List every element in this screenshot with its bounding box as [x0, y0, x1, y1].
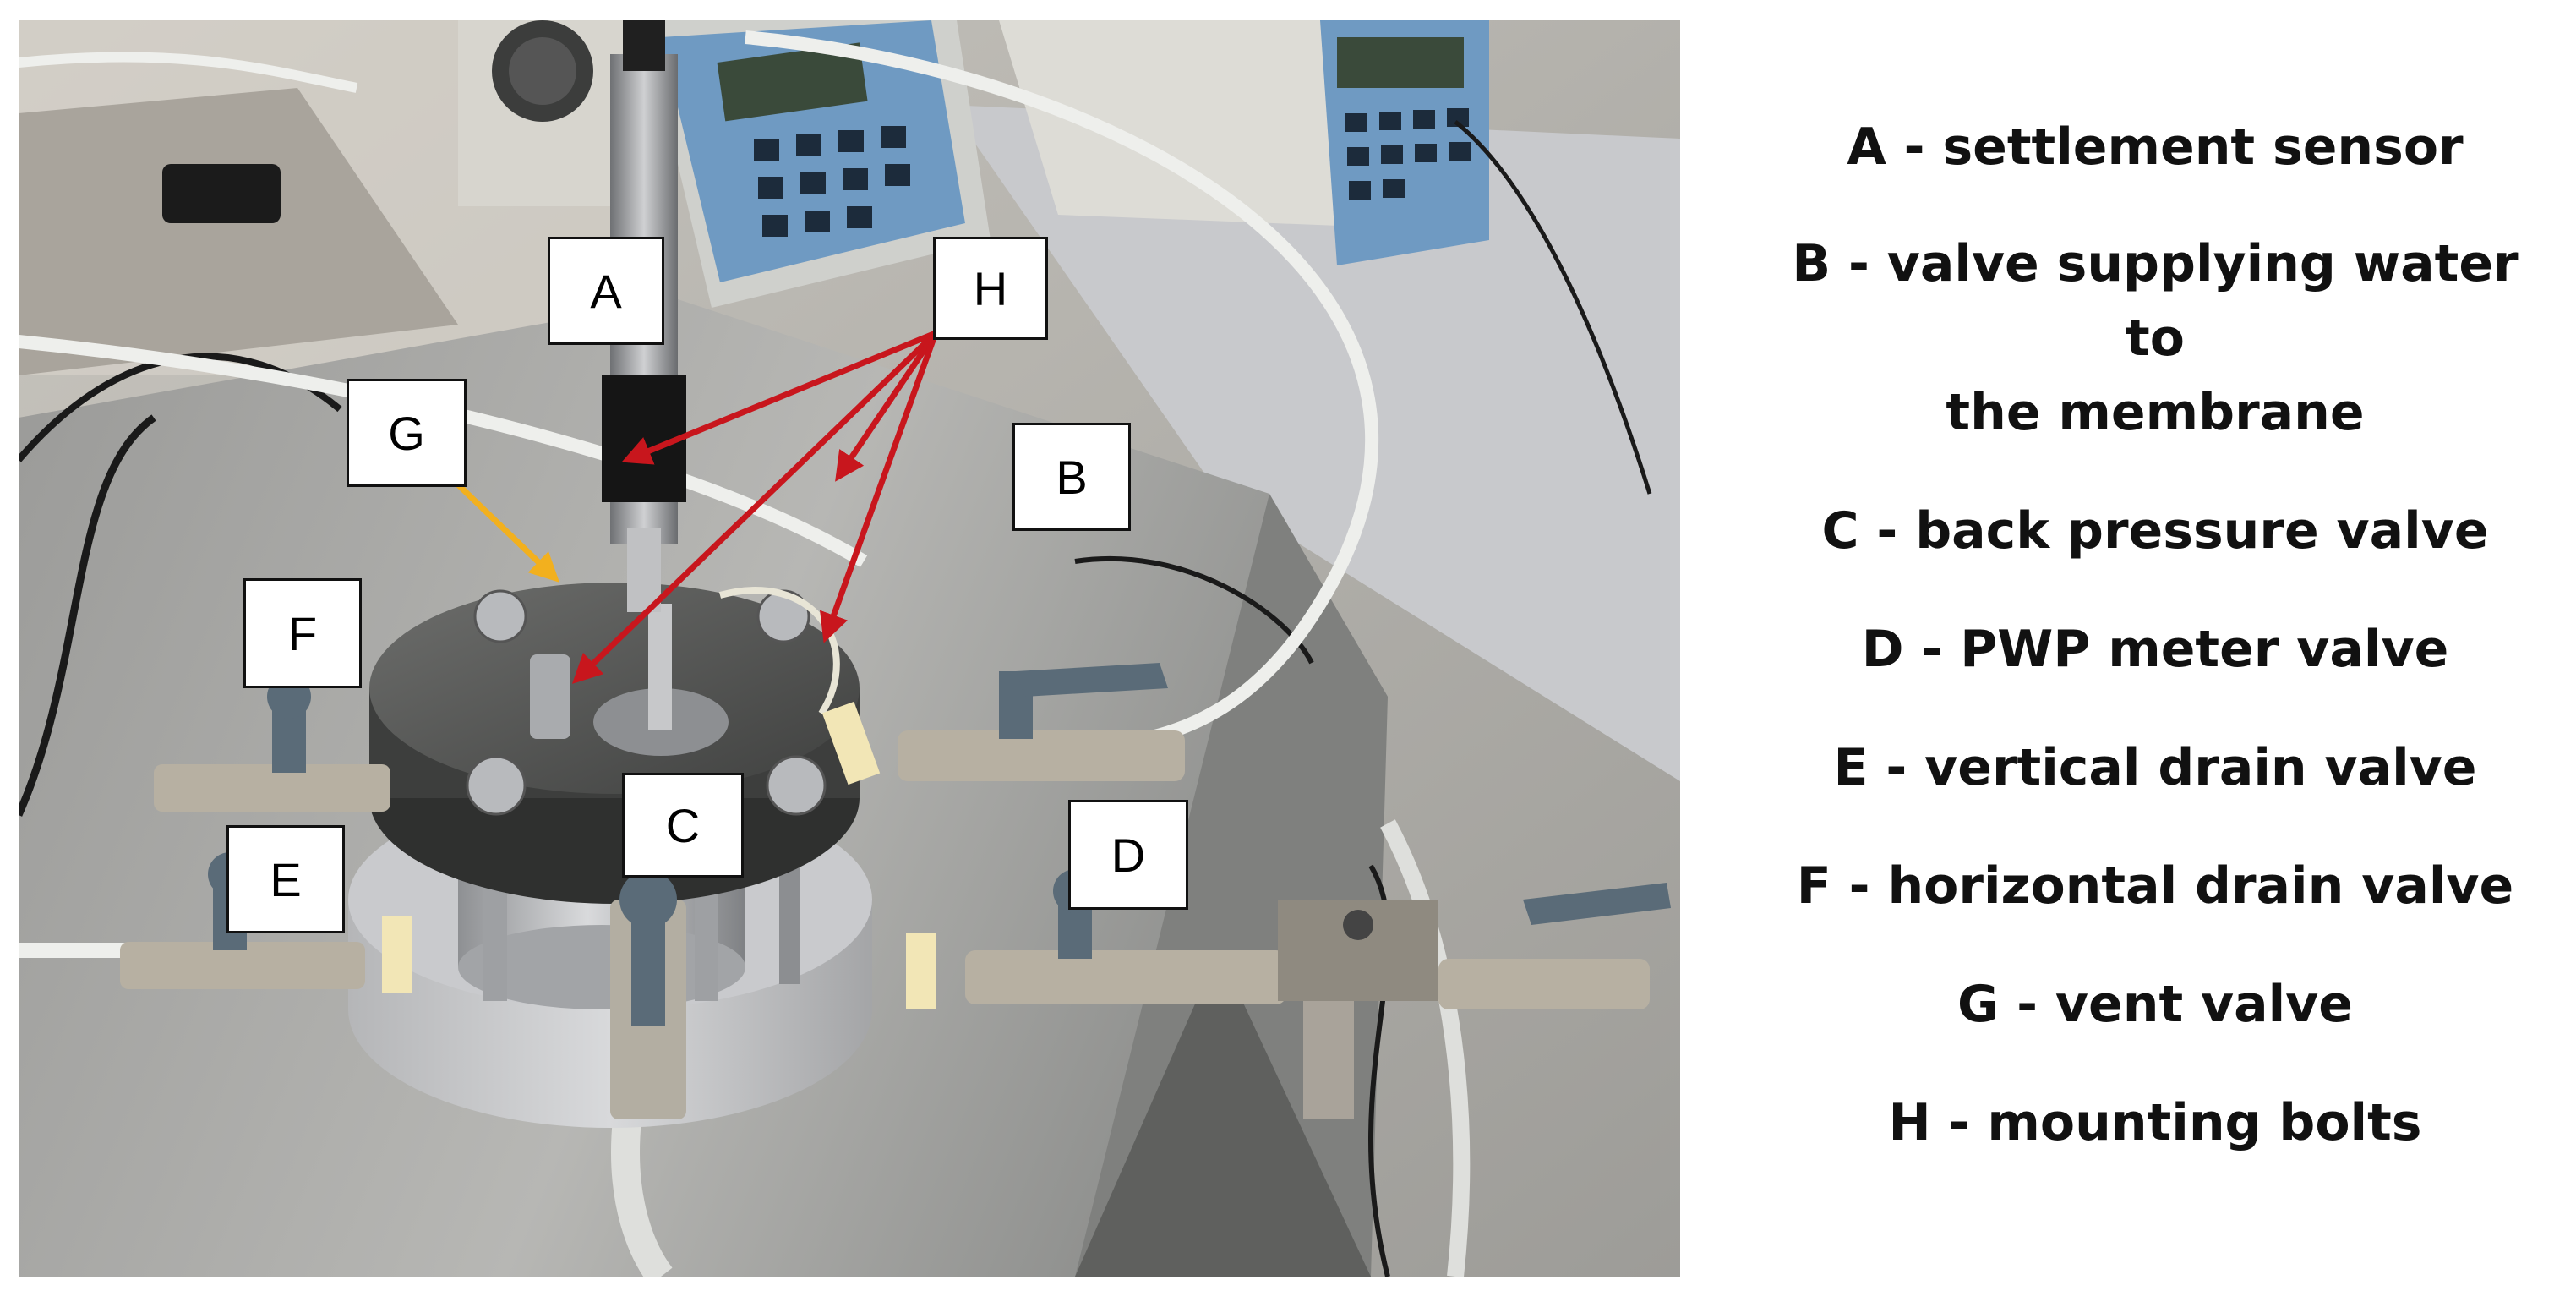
callout-C: C [622, 773, 744, 878]
valve-B-body [898, 663, 1185, 781]
valve-D-body [965, 869, 1671, 1119]
legend-item-C: C - back pressure valve [1821, 501, 2489, 561]
legend: A - settlement sensor B - valve supplyin… [1758, 110, 2552, 1160]
power-adapter [162, 164, 281, 223]
valve-C-body [610, 871, 686, 1119]
legend-item-A: A - settlement sensor [1847, 118, 2464, 177]
arrow-H-1 [621, 330, 937, 465]
legend-item-F: F - horizontal drain valve [1796, 856, 2514, 916]
legend-item-G: G - vent valve [1957, 975, 2353, 1034]
callout-F: F [243, 578, 362, 688]
callout-A: A [548, 237, 664, 345]
callout-G: G [347, 379, 467, 487]
callout-D: D [1068, 800, 1188, 910]
callout-E: E [226, 825, 345, 933]
callout-arrows [439, 330, 939, 684]
legend-item-D: D - PWP meter valve [1861, 620, 2449, 679]
callout-B: B [1012, 423, 1131, 531]
arrow-H-4 [820, 331, 939, 643]
pressure-controller-right [999, 20, 1489, 265]
arrow-H-2 [571, 331, 938, 684]
legend-item-E: E - vertical drain valve [1833, 738, 2477, 797]
apparatus-photo: A H G B F C D E [19, 20, 1680, 1277]
callout-H: H [933, 237, 1048, 340]
arrow-H-3 [835, 331, 938, 482]
legend-item-B: B - valve supplying water to the membran… [1792, 234, 2519, 442]
legend-item-H: H - mounting bolts [1888, 1093, 2422, 1152]
pressure-controller-left [644, 20, 991, 308]
cap-bolts [466, 589, 827, 816]
